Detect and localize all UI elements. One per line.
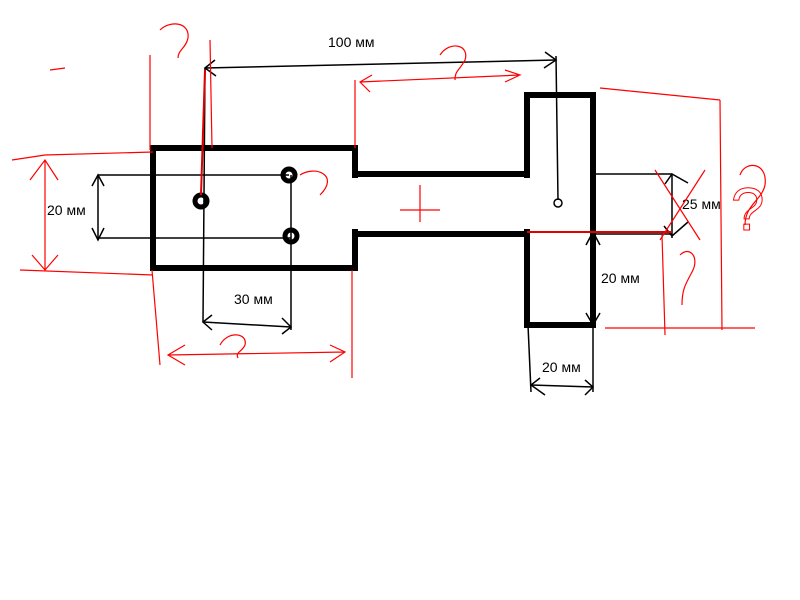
red-annotations [11, 23, 766, 378]
left-block [150, 145, 358, 271]
hole-flange [553, 198, 563, 208]
dimension-30 [201, 175, 293, 335]
label-100mm: 100 мм [328, 34, 375, 50]
label-30mm: 30 мм [234, 291, 273, 307]
right-flange [524, 92, 596, 328]
dimension-20-flange-width [527, 324, 595, 396]
dimension-100 [202, 51, 559, 323]
dimension-20-left [91, 173, 291, 242]
shaft [352, 171, 530, 237]
label-20mm-left: 20 мм [47, 202, 86, 218]
question-mark: ? [731, 176, 764, 243]
label-25mm: 25 мм [682, 196, 721, 212]
dimension-25 [593, 173, 689, 238]
hole-left [192, 192, 210, 210]
label-20mm-flange-width: 20 мм [542, 359, 581, 375]
label-20mm-flange-height: 20 мм [601, 270, 640, 286]
